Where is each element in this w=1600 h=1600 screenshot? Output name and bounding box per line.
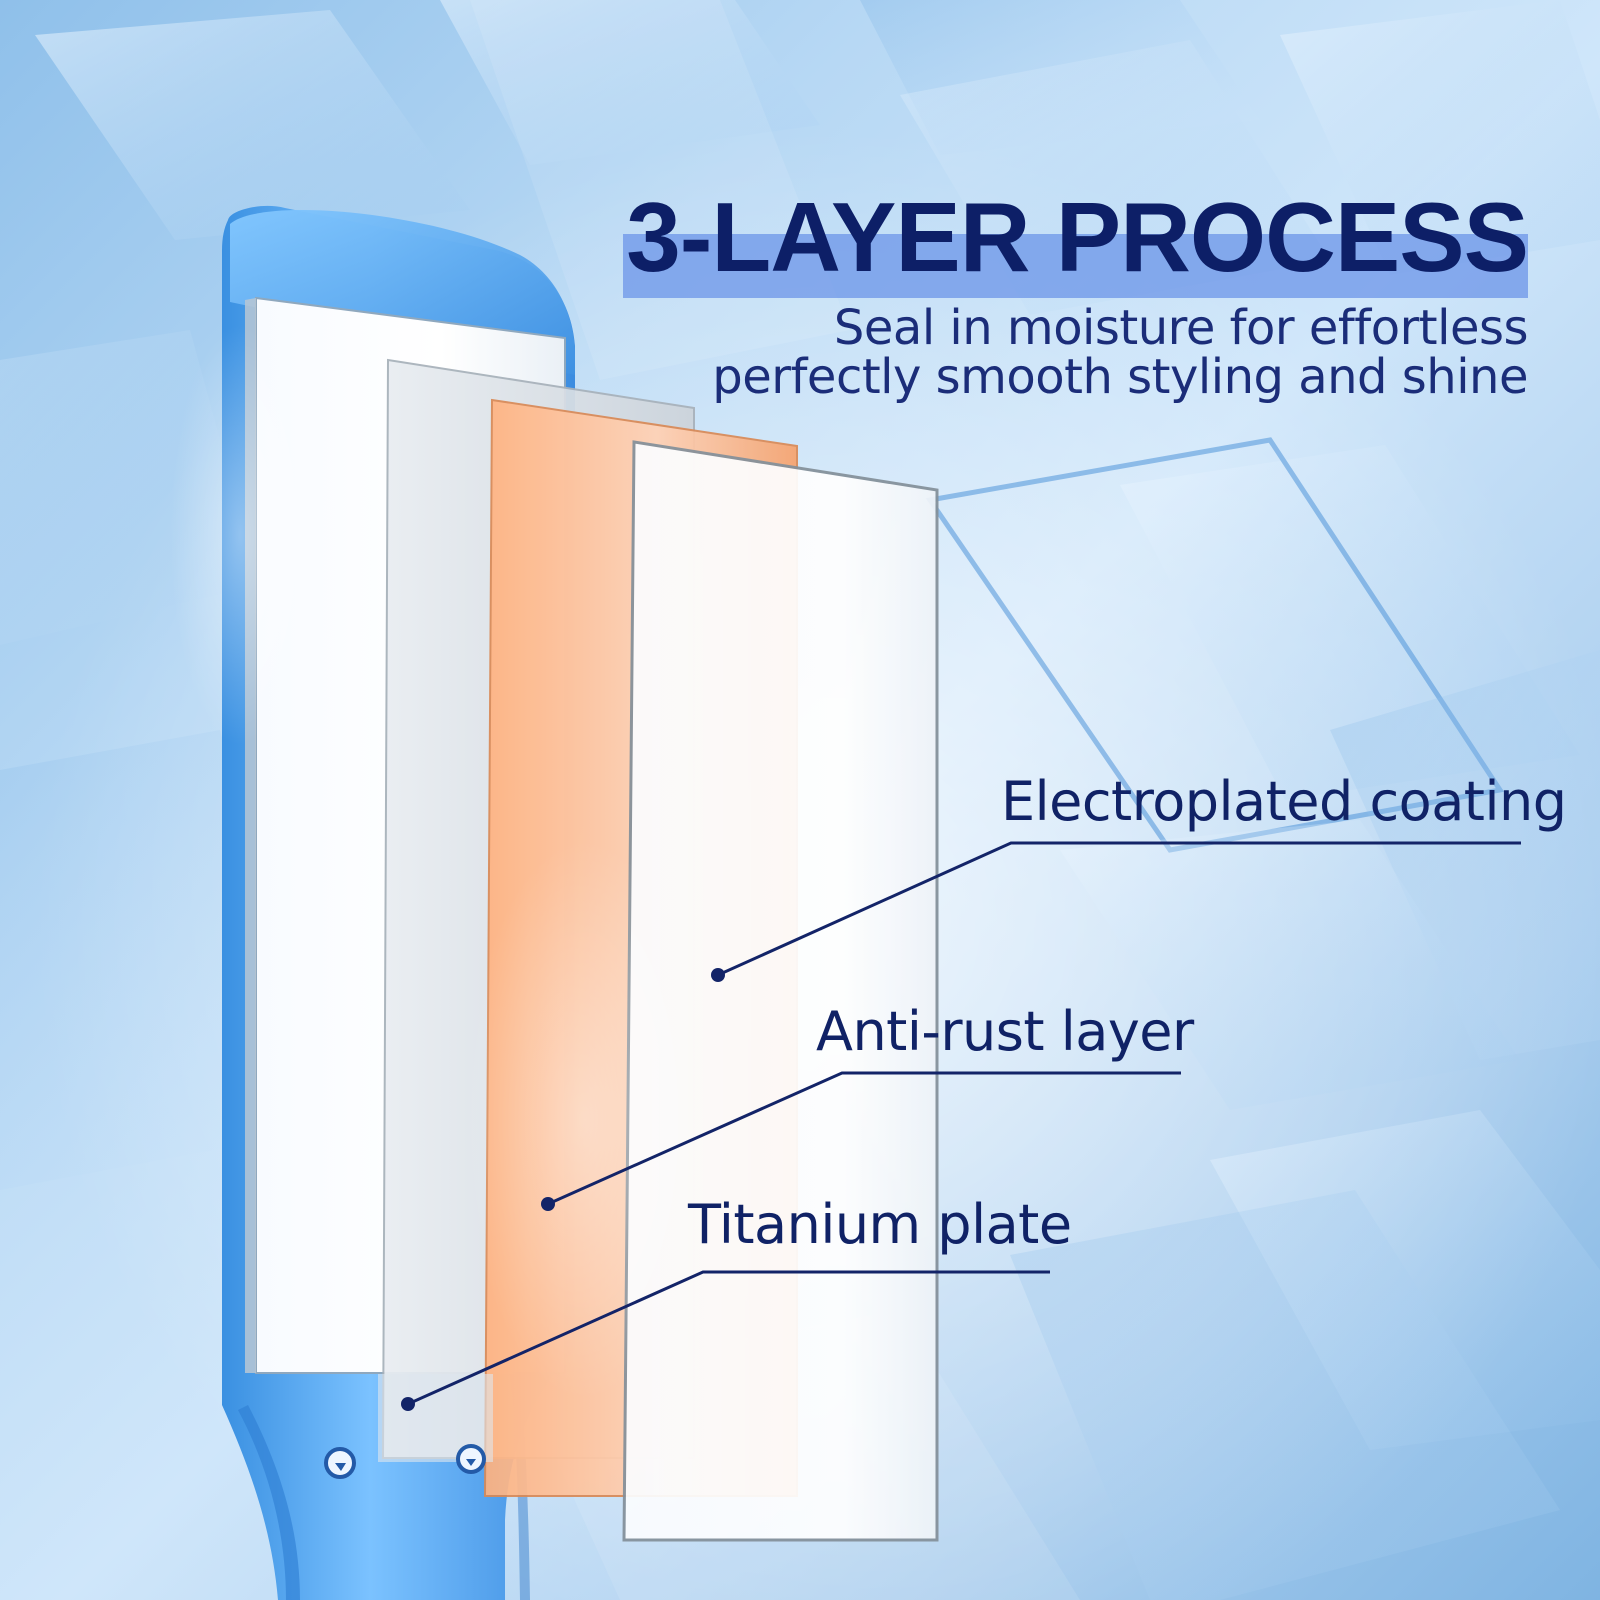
callout-line-anti-rust (547, 1071, 1181, 1206)
headline: 3-LAYER PROCESS (626, 182, 1529, 292)
subheadline-line-2: perfectly smooth styling and shine (712, 349, 1528, 405)
callout-line-electroplated (717, 841, 1521, 977)
subheadline-line-1: Seal in moisture for effortless (833, 300, 1529, 356)
callout-dot-anti-rust (541, 1197, 555, 1211)
callout-label-electroplated-coating: Electroplated coating (1001, 770, 1567, 833)
headline-group: 3-LAYER PROCESS (608, 182, 1529, 298)
callout-dot-titanium (401, 1397, 415, 1411)
callout-label-anti-rust-layer: Anti-rust layer (816, 1000, 1194, 1063)
callout-dot-electroplated (711, 968, 725, 982)
callout-line-titanium (407, 1270, 1050, 1406)
callout-label-titanium-plate: Titanium plate (688, 1193, 1072, 1256)
headline-highlight-band (623, 234, 1528, 298)
subheadline: Seal in moisture for effortless perfectl… (708, 304, 1528, 402)
